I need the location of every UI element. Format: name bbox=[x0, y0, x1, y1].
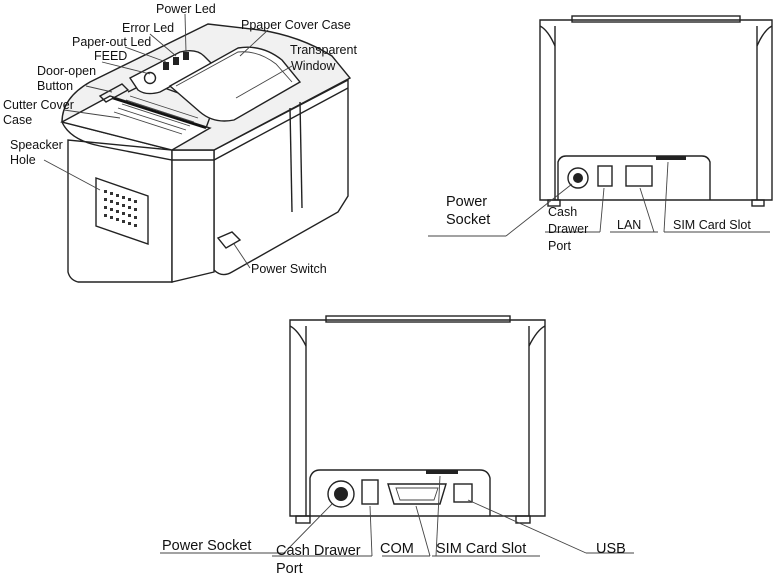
cutter-cover-label-1: Cutter Cover bbox=[3, 98, 74, 112]
speaker-hole-label-1: Speacker bbox=[10, 138, 63, 152]
printer-isometric-view: Power Led Error Led Ppaper Cover Case Pa… bbox=[3, 2, 357, 283]
cutter-cover-label-2: Case bbox=[3, 113, 32, 127]
transparent-window-label-1: Transparent bbox=[290, 43, 357, 57]
power-led-icon bbox=[183, 52, 189, 60]
com-port-icon bbox=[387, 483, 447, 505]
cash-drawer-port-icon-2 bbox=[361, 479, 379, 505]
sim-card-slot-label: SIM Card Slot bbox=[673, 218, 751, 232]
error-led-label: Error Led bbox=[122, 21, 174, 35]
error-led-icon bbox=[173, 57, 179, 65]
lan-port-icon bbox=[625, 165, 653, 187]
power-socket-icon-2 bbox=[327, 480, 355, 508]
lan-label: LAN bbox=[617, 218, 641, 232]
paper-out-led-icon bbox=[163, 62, 169, 70]
door-open-label-2: Button bbox=[37, 79, 73, 93]
door-open-label-1: Door-open bbox=[37, 64, 96, 78]
sim-card-slot-label-2: SIM Card Slot bbox=[436, 541, 526, 557]
sim-card-slot-icon bbox=[656, 156, 686, 160]
cash-drawer-label-1: Cash bbox=[548, 205, 577, 219]
speaker-hole-label-2: Hole bbox=[10, 153, 36, 167]
cash-drawer-port-label: Port bbox=[276, 561, 303, 577]
power-socket-label-2: Socket bbox=[446, 212, 490, 228]
power-socket-label-1: Power bbox=[446, 194, 487, 210]
sim-card-slot-icon-2 bbox=[426, 470, 458, 474]
power-socket-label: Power Socket bbox=[162, 538, 251, 554]
printer-rear-view-com: Power Socket Cash Drawer Port COM SIM Ca… bbox=[160, 315, 634, 577]
power-led-label: Power Led bbox=[156, 2, 216, 16]
feed-button-icon bbox=[143, 71, 157, 85]
cash-drawer-port-icon bbox=[597, 165, 613, 187]
com-label: COM bbox=[380, 541, 414, 557]
power-socket-icon bbox=[567, 167, 589, 189]
usb-port-icon bbox=[453, 483, 473, 503]
cash-drawer-label-2: Drawer bbox=[548, 222, 588, 236]
feed-label: FEED bbox=[94, 49, 127, 63]
paper-out-led-label: Paper-out Led bbox=[72, 35, 151, 49]
power-switch-label: Power Switch bbox=[251, 262, 327, 276]
door-open-button-icon bbox=[98, 83, 130, 103]
transparent-window-label-2: Window bbox=[291, 59, 336, 73]
cash-drawer-label-3: Port bbox=[548, 239, 571, 253]
cash-drawer-label: Cash Drawer bbox=[276, 543, 361, 559]
speaker-grille-icon bbox=[95, 177, 149, 245]
printer-rear-view-lan: Power Socket Cash Drawer Port LAN SIM Ca… bbox=[428, 15, 773, 253]
paper-cover-case-label: Ppaper Cover Case bbox=[241, 18, 351, 32]
usb-label: USB bbox=[596, 541, 626, 557]
power-switch-icon bbox=[216, 231, 242, 249]
